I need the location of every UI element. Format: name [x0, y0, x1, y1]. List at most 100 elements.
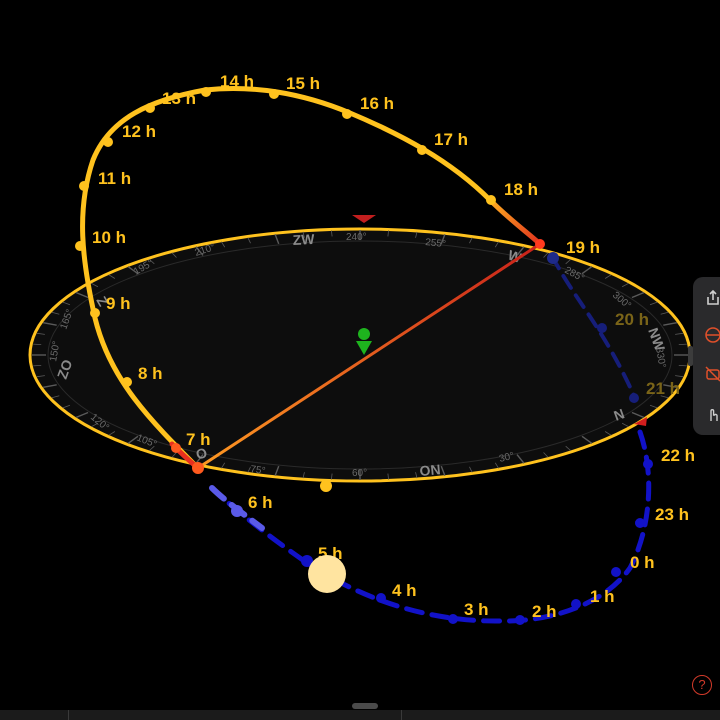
- dir-label-zo: ZO: [54, 357, 76, 381]
- dial-tick: [663, 321, 677, 326]
- hour-label-7: 7 h: [186, 430, 211, 449]
- hour-label-19: 19 h: [566, 238, 600, 257]
- dial-tick: [331, 473, 333, 480]
- dial-tick: [108, 274, 116, 279]
- hour-label-11: 11 h: [98, 169, 131, 188]
- day-arc-sunset: [487, 197, 543, 247]
- dir-label-on: ON: [419, 461, 441, 479]
- hour-dot: [269, 89, 279, 99]
- dial-tick: [75, 291, 89, 299]
- dir-label-o: O: [194, 444, 210, 463]
- dial-tick: [148, 258, 155, 265]
- hour-dot: [515, 615, 525, 625]
- help-button[interactable]: ?: [692, 675, 712, 695]
- dial-tick: [660, 311, 669, 315]
- dial-tick: [387, 473, 389, 480]
- dial-tick: [36, 332, 45, 335]
- day-arc: [80, 85, 493, 471]
- sunset-point[interactable]: [535, 239, 545, 249]
- dial-tick: [543, 452, 549, 458]
- location-pin[interactable]: [356, 328, 372, 355]
- dial-tick: [415, 231, 418, 238]
- dial-tick: [221, 462, 226, 469]
- bottom-bar: [0, 710, 720, 720]
- dial-tick: [604, 431, 612, 436]
- horizon-icon[interactable]: [700, 322, 720, 348]
- dial-tick: [678, 343, 687, 346]
- dial-tick: [604, 274, 612, 279]
- hour-dot: [79, 181, 89, 191]
- hour-dot: [171, 443, 181, 453]
- hour-dot: [486, 195, 496, 205]
- dial-tick: [75, 411, 89, 419]
- dial-tick: [274, 465, 280, 476]
- share-icon[interactable]: [700, 285, 720, 311]
- dir-label-zw: ZW: [292, 231, 315, 248]
- hour-dot: [448, 614, 458, 624]
- deg-label-60: 60°: [352, 468, 367, 479]
- dial-tick: [663, 384, 677, 389]
- camera-off-icon[interactable]: [700, 361, 720, 387]
- dial-tick: [51, 395, 60, 399]
- hour-label-14: 14 h: [220, 72, 254, 91]
- dial-tick: [621, 422, 629, 428]
- dial-tick: [565, 445, 572, 452]
- dial-tick: [387, 230, 389, 237]
- side-panel-handle[interactable]: [688, 346, 693, 366]
- bottom-bar-divider: [401, 710, 402, 720]
- dial-tick: [621, 282, 629, 288]
- dial-tick: [108, 431, 116, 436]
- hour-dot: [547, 252, 559, 264]
- dial-tick: [302, 231, 305, 238]
- hour-dot: [75, 241, 85, 251]
- bottom-sheet-handle[interactable]: [352, 703, 378, 709]
- hour-dots: [75, 87, 653, 625]
- dial-tick: [516, 246, 525, 256]
- dial-tick: [274, 234, 280, 245]
- hour-label-12: 12 h: [122, 122, 156, 141]
- hour-dot: [301, 555, 313, 567]
- dial-tick: [33, 364, 42, 367]
- hour-label-23: 23 h: [655, 505, 689, 524]
- hour-label-1: 1 h: [590, 587, 615, 606]
- hour-dot: [103, 137, 113, 147]
- night-path-near: [209, 429, 652, 624]
- dial-tick: [581, 266, 593, 275]
- hour-dot: [643, 459, 653, 469]
- dial-tick: [469, 466, 473, 473]
- hour-label-15: 15 h: [286, 74, 320, 93]
- deg-label-30: 30°: [498, 451, 515, 465]
- deg-label-75: 75°: [250, 464, 267, 477]
- dial-tick: [62, 301, 71, 306]
- night-path-dawn: [209, 485, 265, 531]
- night-path-far: [550, 254, 637, 400]
- dial-tick: [127, 266, 139, 275]
- hour-dot: [376, 593, 386, 603]
- sun-azimuth-marker: [320, 480, 332, 492]
- dial-tick: [221, 241, 226, 248]
- current-sun[interactable]: [308, 555, 346, 593]
- hour-dot: [231, 505, 243, 517]
- hour-dot: [571, 599, 581, 609]
- touch-icon[interactable]: [700, 401, 720, 427]
- hour-label-20: 20 h: [615, 310, 649, 329]
- sunrise-point[interactable]: [192, 462, 204, 474]
- dial-tick: [631, 291, 645, 299]
- hour-dot: [611, 567, 621, 577]
- side-toolbar: [693, 277, 720, 435]
- dial-ticks: [32, 230, 688, 480]
- hour-dot: [342, 109, 352, 119]
- dial-tick: [415, 472, 418, 479]
- dial-tick: [148, 445, 155, 452]
- hour-label-9: 9 h: [106, 294, 131, 313]
- hour-dot: [201, 87, 211, 97]
- dir-label-w: W: [506, 247, 524, 267]
- hour-dot: [122, 377, 132, 387]
- dial-tick: [469, 237, 473, 244]
- dial-tick: [649, 404, 658, 409]
- dial-tick: [675, 375, 684, 378]
- hour-dot: [635, 518, 645, 528]
- dial-tick: [247, 466, 251, 473]
- hour-dot: [90, 308, 100, 318]
